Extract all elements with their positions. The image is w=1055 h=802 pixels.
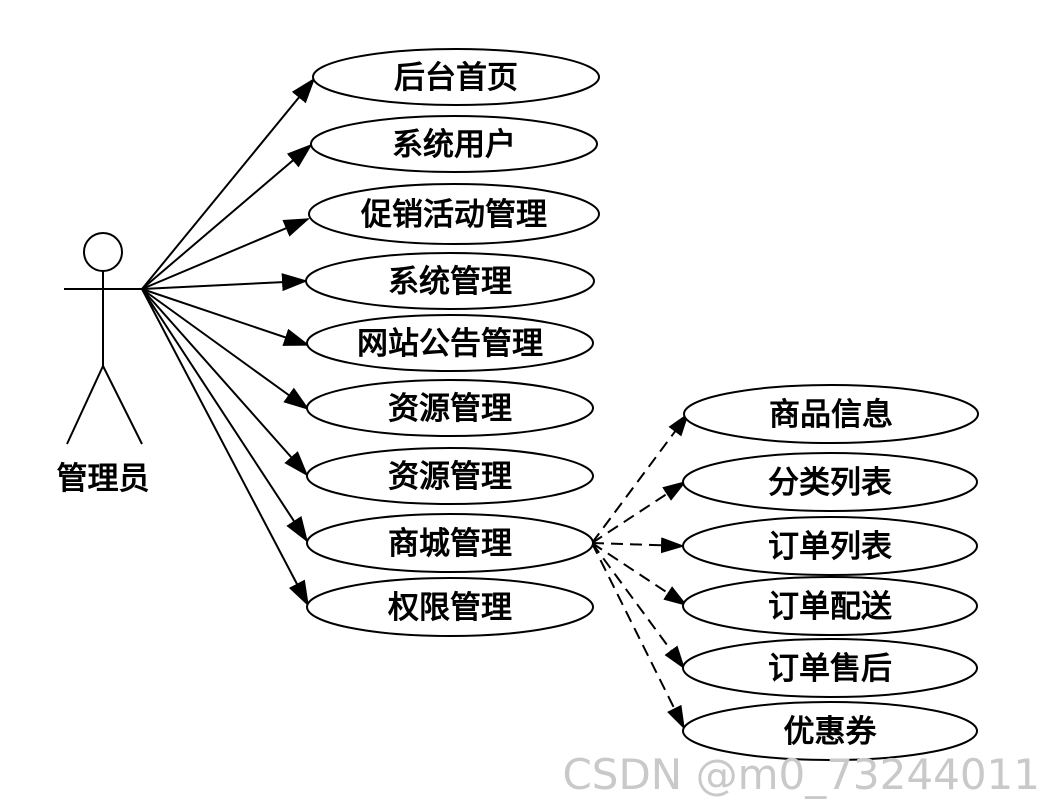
- include-line: [591, 480, 687, 544]
- use-case-ellipse: [682, 638, 978, 698]
- association-line: [141, 288, 309, 607]
- use-case-ziyuan-guanli-1[interactable]: 资源管理: [306, 379, 594, 437]
- watermark-text: CSDN @m0_73244011: [562, 750, 1040, 799]
- use-case-label: 系统用户: [392, 127, 516, 163]
- use-case-ellipse: [310, 115, 598, 173]
- use-case-label: 网站公告管理: [357, 326, 543, 362]
- use-case-label: 资源管理: [388, 459, 512, 495]
- association-line: [141, 288, 310, 346]
- use-case-label: 分类列表: [768, 465, 892, 501]
- use-case-hougtai-shouye[interactable]: 后台首页: [312, 48, 600, 106]
- use-case-ellipse: [306, 314, 594, 372]
- include-line: [591, 542, 685, 730]
- association-line: [141, 288, 310, 411]
- use-case-label: 优惠券: [784, 714, 878, 750]
- actor-figure: [64, 232, 143, 445]
- association-line: [141, 288, 309, 477]
- include-line: [591, 542, 688, 607]
- association-line: [141, 273, 308, 292]
- use-case-xitong-yonghu[interactable]: 系统用户: [310, 115, 598, 173]
- use-case-ziyuan-guanli-2[interactable]: 资源管理: [306, 447, 594, 505]
- use-case-label: 系统管理: [388, 264, 512, 300]
- actor-left-leg: [66, 365, 104, 445]
- use-case-ellipse: [306, 513, 594, 573]
- use-case-ellipse: [305, 252, 595, 310]
- use-case-ellipse: [308, 183, 600, 245]
- association-lines: [141, 77, 316, 607]
- sub-use-case-fenlei-liebiao[interactable]: 分类列表: [682, 452, 978, 512]
- include-line: [591, 412, 690, 544]
- sub-use-case-dingdan-liebiao[interactable]: 订单列表: [682, 516, 978, 576]
- use-case-ellipse: [306, 379, 594, 437]
- actor-right-leg: [102, 365, 143, 445]
- use-case-wangzhan-gonggao-guanli[interactable]: 网站公告管理: [306, 314, 594, 372]
- use-case-label: 商品信息: [769, 397, 893, 433]
- association-line: [141, 77, 316, 290]
- association-line: [141, 288, 309, 543]
- include-line: [591, 537, 685, 554]
- use-case-ellipse: [682, 452, 978, 512]
- use-case-shangcheng-guanli[interactable]: 商城管理: [306, 513, 594, 573]
- use-case-quanxian-guanli[interactable]: 权限管理: [306, 577, 594, 637]
- use-case-label: 订单列表: [768, 529, 892, 565]
- sub-use-case-shangpin-xinxi[interactable]: 商品信息: [683, 384, 979, 444]
- sub-use-case-dingdan-shouhou[interactable]: 订单售后: [682, 638, 978, 698]
- use-case-label: 资源管理: [388, 391, 512, 427]
- use-case-ellipse: [682, 576, 978, 636]
- include-lines: [591, 412, 690, 730]
- include-line: [591, 542, 686, 670]
- use-case-xitong-guanli[interactable]: 系统管理: [305, 252, 595, 310]
- use-case-ellipse: [306, 577, 594, 637]
- use-case-cuxiao-huodong-guanli[interactable]: 促销活动管理: [308, 183, 600, 245]
- association-line: [141, 218, 310, 290]
- actor-head: [83, 232, 123, 272]
- use-case-label: 订单售后: [768, 651, 892, 687]
- use-case-label: 权限管理: [387, 590, 512, 626]
- use-case-ellipse: [306, 447, 594, 505]
- use-case-ellipse: [682, 701, 978, 761]
- use-case-ellipse: [682, 516, 978, 576]
- use-case-label: 后台首页: [394, 60, 518, 96]
- sub-use-case-youhuiquan[interactable]: 优惠券: [682, 701, 978, 761]
- sub-use-case-dingdan-peisong[interactable]: 订单配送: [682, 576, 978, 636]
- use-case-label: 商城管理: [388, 526, 512, 562]
- use-case-ellipse: [683, 384, 979, 444]
- association-line: [141, 143, 313, 290]
- use-case-label: 订单配送: [768, 589, 892, 625]
- use-case-label: 促销活动管理: [360, 197, 547, 233]
- use-case-ellipse: [312, 48, 600, 106]
- actor-label: 管理员: [57, 461, 150, 497]
